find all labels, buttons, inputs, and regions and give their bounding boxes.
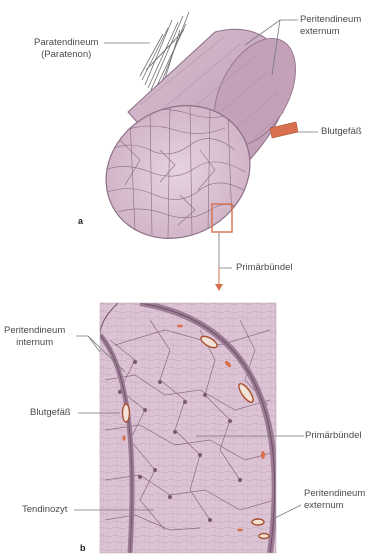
label-peritendineum-externum-a: Peritendineum externum [300,14,361,38]
label-primaerbuendel-b: Primärbündel [305,430,362,442]
label-peritendineum-internum: Peritendineum internum [4,325,65,349]
label-paratendineum: Paratendineum (Paratenon) [34,37,98,61]
label-peritendineum-externum-a-line2: externum [300,26,361,38]
label-paratendineum-line1: Paratendineum [34,37,98,49]
histology-section [100,303,276,553]
label-peritendineum-internum-line1: Peritendineum [4,325,65,337]
label-peritendineum-externum-b-line1: Peritendineum [304,488,365,500]
label-peritendineum-externum-a-line1: Peritendineum [300,14,361,26]
label-blutgefaess-b: Blutgefäß [30,407,71,419]
magnify-arrow [215,268,223,291]
label-peritendineum-externum-b-line2: externum [304,500,365,512]
label-primaerbuendel-a: Primärbündel [236,262,293,274]
label-blutgefaess-a: Blutgefäß [321,126,362,138]
label-peritendineum-internum-line2: internum [4,337,65,349]
label-peritendineum-externum-b: Peritendineum externum [304,488,365,512]
label-paratenon: (Paratenon) [34,49,98,61]
label-tendinozyt: Tendinozyt [22,504,67,516]
panel-letter-a: a [78,216,83,226]
panel-letter-b: b [80,543,86,553]
